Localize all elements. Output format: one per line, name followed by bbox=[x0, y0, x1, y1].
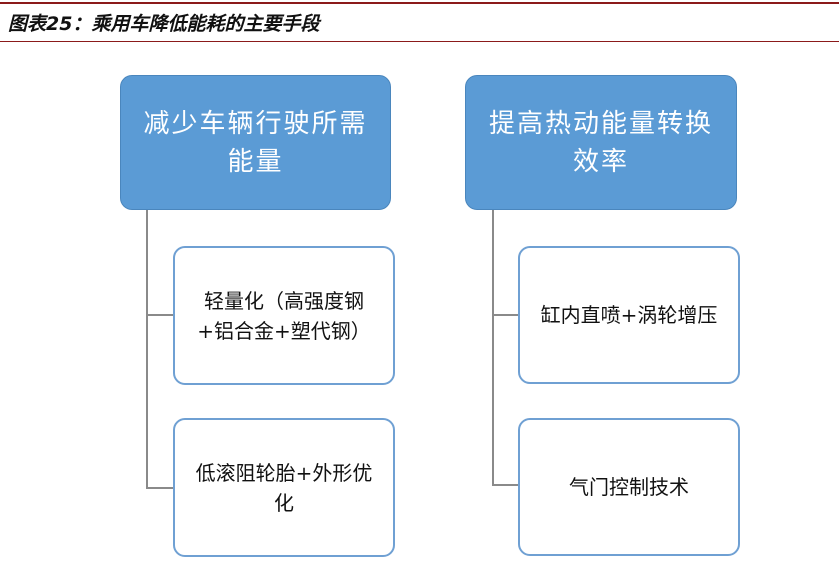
branch-header-label: 减少车辆行驶所需能量 bbox=[143, 108, 368, 177]
branch-header-label: 提高热动能量转换效率 bbox=[488, 108, 713, 177]
connector-left-vertical bbox=[146, 209, 148, 489]
figure-title: 图表25：乘用车降低能耗的主要手段 bbox=[8, 13, 320, 35]
child-direct-injection-turbo: 缸内直喷+涡轮增压 bbox=[518, 246, 740, 384]
child-label: 缸内直喷+涡轮增压 bbox=[540, 303, 718, 327]
branch-header-conversion-efficiency: 提高热动能量转换效率 bbox=[465, 75, 737, 210]
child-label: 气门控制技术 bbox=[569, 475, 689, 499]
child-valve-control: 气门控制技术 bbox=[518, 418, 740, 556]
connector-left-child-2 bbox=[146, 487, 174, 489]
child-label: 轻量化（高强度钢+铝合金+塑代钢） bbox=[197, 288, 371, 343]
connector-right-vertical bbox=[492, 209, 494, 486]
connector-right-child-2 bbox=[492, 484, 519, 486]
branch-header-reduce-energy: 减少车辆行驶所需能量 bbox=[120, 75, 391, 210]
title-rule-bottom bbox=[0, 41, 839, 42]
connector-left-child-1 bbox=[146, 314, 174, 316]
title-rule-top bbox=[0, 2, 839, 4]
child-low-rolling-resistance: 低滚阻轮胎+外形优化 bbox=[173, 418, 395, 557]
child-lightweight: 轻量化（高强度钢+铝合金+塑代钢） bbox=[173, 246, 395, 385]
connector-right-child-1 bbox=[492, 314, 519, 316]
child-label: 低滚阻轮胎+外形优化 bbox=[195, 460, 373, 515]
